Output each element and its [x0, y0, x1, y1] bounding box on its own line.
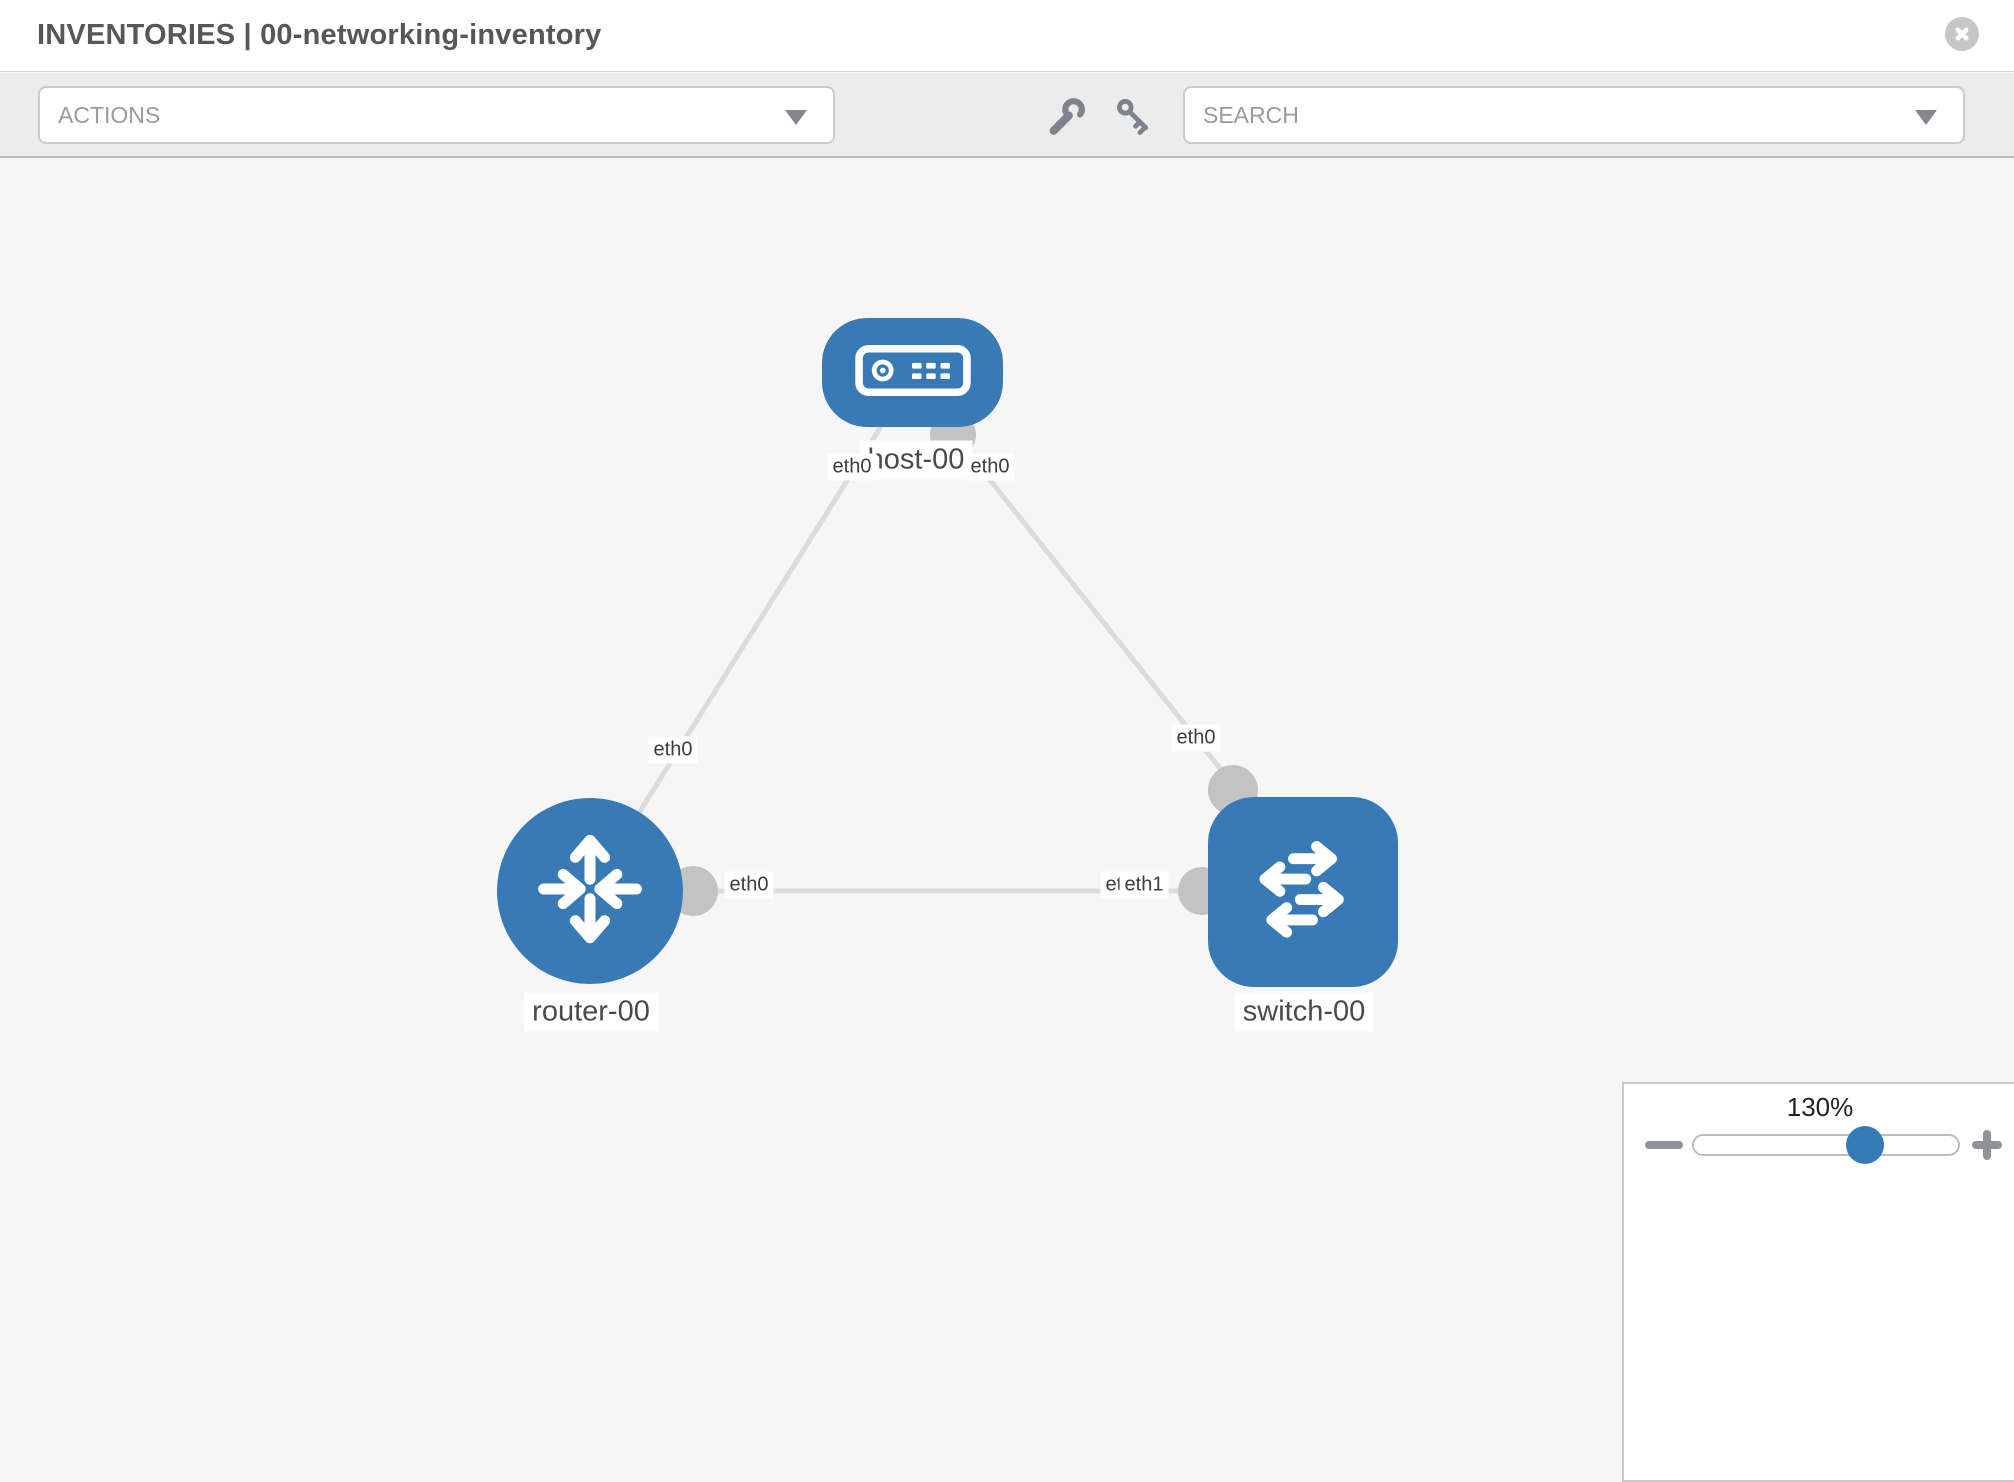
chevron-down-icon — [1915, 110, 1937, 125]
topology-canvas[interactable]: host-00 router-00 switch-00 eth0 eth0 et… — [0, 159, 2014, 1482]
search-dropdown[interactable]: SEARCH — [1183, 86, 1965, 144]
interface-label-eth0: eth0 — [965, 453, 1015, 481]
header-bar: INVENTORIES | 00-networking-inventory — [0, 0, 2014, 72]
zoom-in-icon[interactable] — [1972, 1130, 2002, 1160]
node-host-00[interactable] — [822, 318, 1003, 427]
link-host-switch[interactable] — [948, 428, 1264, 823]
server-icon — [854, 344, 972, 402]
node-label-switch-00: switch-00 — [1234, 992, 1374, 1032]
topology-links-layer — [587, 412, 1303, 916]
node-router-00[interactable] — [497, 798, 683, 984]
toolbar: ACTIONS SEARCH — [0, 73, 2014, 158]
interface-label-eth0: eth0 — [648, 736, 698, 764]
close-icon — [1952, 24, 1972, 44]
zoom-out-icon[interactable] — [1645, 1141, 1683, 1149]
router-arrows-icon — [529, 828, 651, 955]
key-icon — [1113, 95, 1157, 139]
interface-label-eth1: eth1 — [1119, 871, 1169, 899]
node-switch-00[interactable] — [1208, 797, 1398, 987]
wrench-icon — [1044, 95, 1088, 139]
switch-arrows-icon — [1235, 822, 1371, 963]
zoom-slider-track[interactable] — [1692, 1134, 1960, 1156]
chevron-down-icon — [785, 110, 807, 125]
wrench-button[interactable] — [1044, 95, 1088, 139]
key-button[interactable] — [1113, 95, 1157, 139]
interface-label-eth0: eth0 — [1171, 724, 1221, 752]
actions-dropdown-label: ACTIONS — [58, 102, 161, 128]
interface-label-eth0: eth0 — [724, 871, 774, 899]
page-title: INVENTORIES | 00-networking-inventory — [37, 19, 602, 51]
actions-dropdown[interactable]: ACTIONS — [38, 86, 835, 144]
zoom-level-value: 130% — [1786, 1092, 1854, 1122]
interface-label-eth0: eth0 — [827, 453, 877, 481]
close-button[interactable] — [1945, 17, 1979, 51]
zoom-slider-knob[interactable] — [1846, 1126, 1884, 1164]
search-dropdown-label: SEARCH — [1203, 102, 1299, 128]
zoom-panel: 130% — [1622, 1082, 2014, 1482]
node-label-router-00: router-00 — [524, 992, 658, 1032]
node-label-host-00: host-00 — [859, 440, 973, 480]
